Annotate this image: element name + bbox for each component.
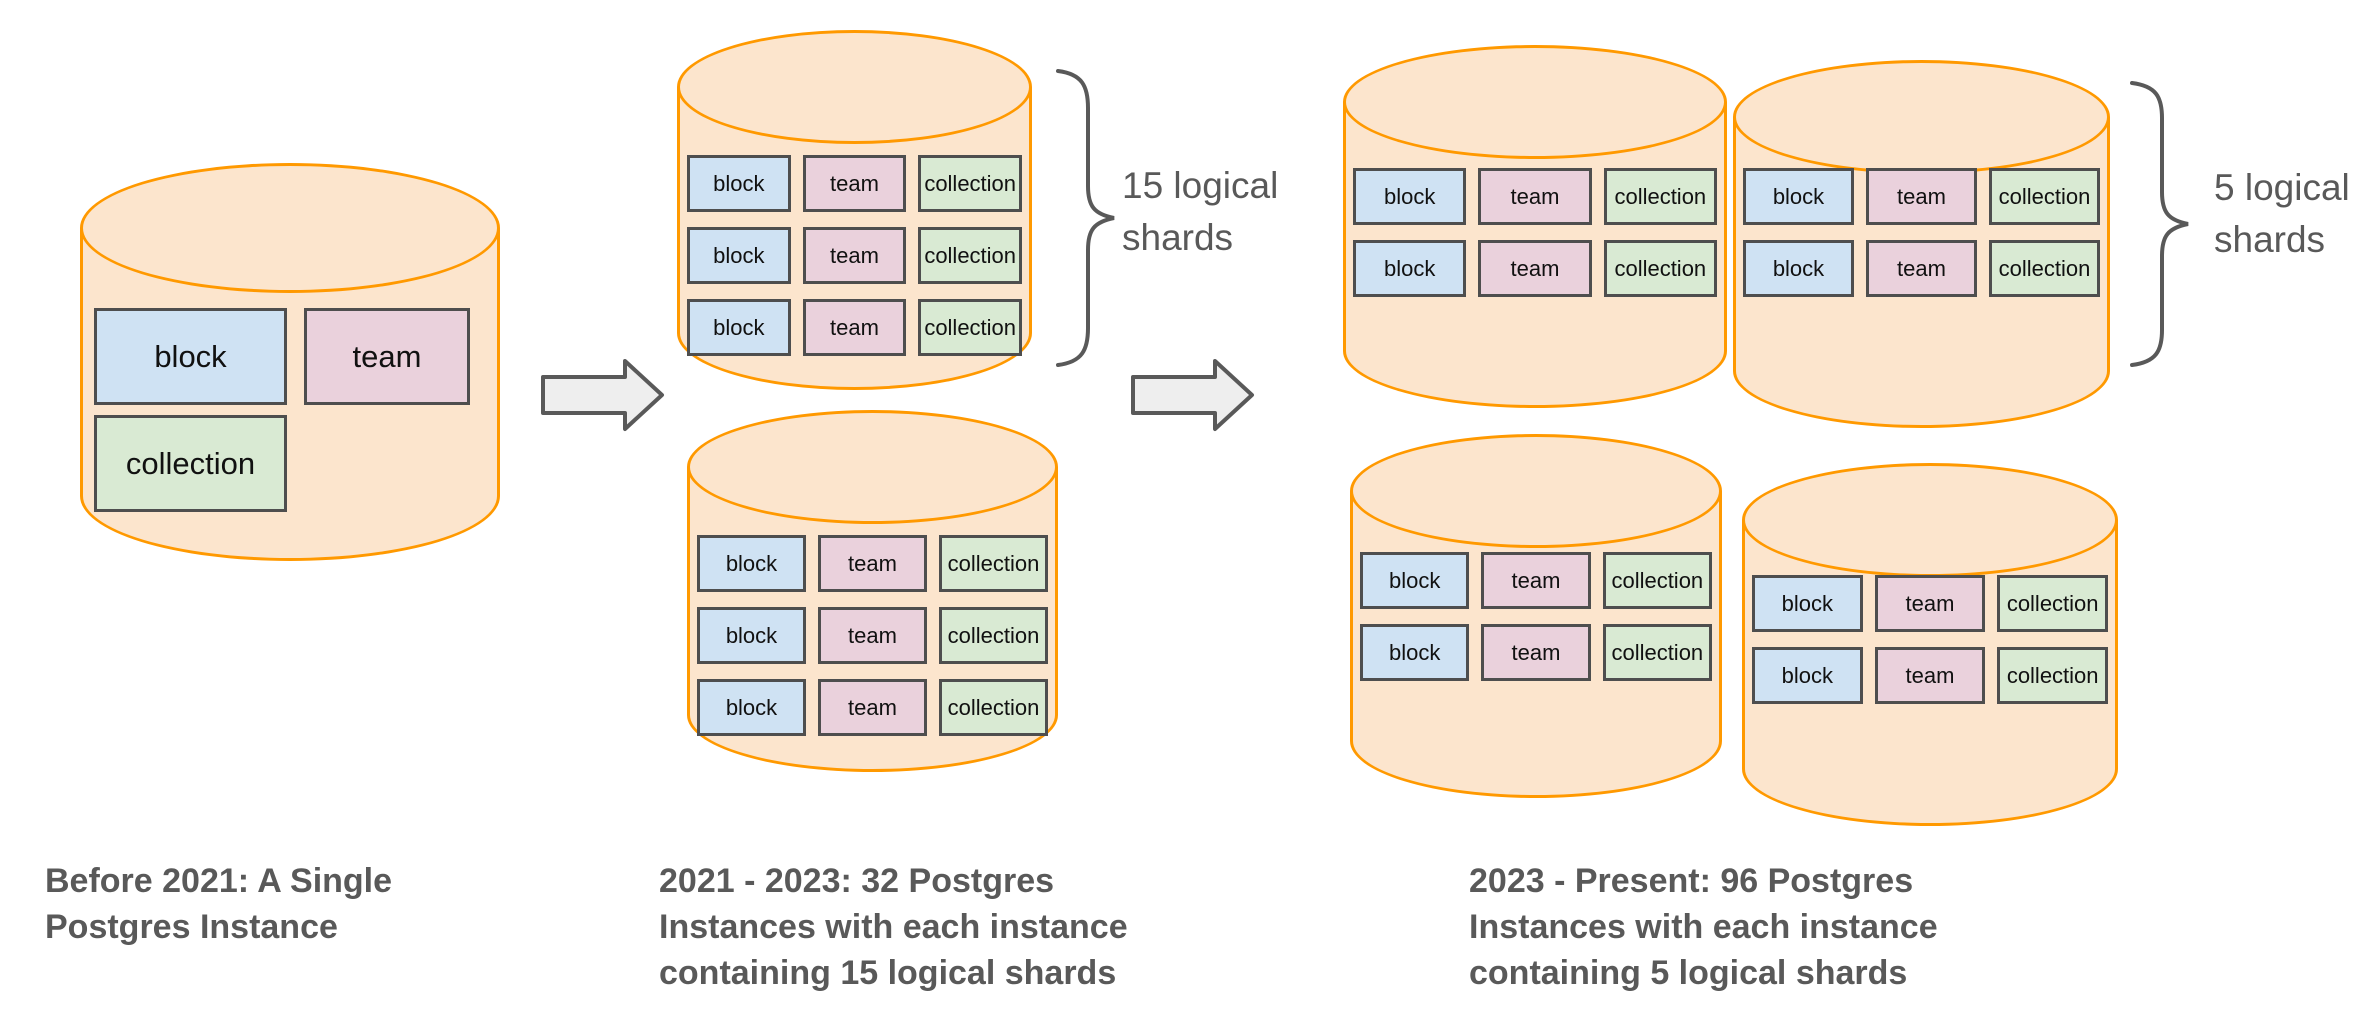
shard-rows: block team collection block team collect… — [1353, 168, 1717, 297]
cylinder-top-ellipse — [1343, 45, 1727, 159]
team-table-box: team — [1481, 624, 1591, 681]
block-table-box: block — [1752, 575, 1863, 632]
logical-shard-row: block team collection — [1353, 168, 1717, 225]
block-table-box: block — [1353, 240, 1467, 297]
block-table-box: block — [1743, 240, 1854, 297]
block-table-box: block — [687, 155, 791, 212]
block-table-box: block — [1353, 168, 1467, 225]
team-table-box: team — [818, 535, 927, 592]
logical-shard-row: block team collection — [1360, 624, 1712, 681]
logical-shard-row: block team collection — [1353, 240, 1717, 297]
block-table-box: block — [1743, 168, 1854, 225]
logical-shard-row: block team collection — [1360, 552, 1712, 609]
logical-shard-row: block team collection — [1743, 240, 2100, 297]
postgres-instance-cylinder: block team collection block team collect… — [1343, 45, 1727, 408]
collection-table-box: collection — [918, 299, 1023, 356]
curly-brace-icon — [2130, 81, 2189, 367]
team-table-box: team — [1478, 168, 1592, 225]
collection-table-box: collection — [918, 227, 1023, 284]
postgres-instance-cylinder: block team collection block team collect… — [1733, 60, 2110, 428]
team-table-box: team — [1478, 240, 1592, 297]
shard-rows: block team collection block team collect… — [697, 535, 1048, 736]
logical-shard-row: block team collection — [697, 607, 1048, 664]
team-table-box: team — [1481, 552, 1591, 609]
shard-rows: block team collection block team collect… — [1360, 552, 1712, 681]
logical-shard-row: block team collection — [687, 227, 1023, 284]
team-table-box: team — [304, 308, 470, 405]
team-table-box: team — [818, 679, 927, 736]
block-table-box: block — [687, 299, 791, 356]
shard-rows: block team collection block team collect… — [1752, 575, 2109, 704]
collection-table-box: collection — [1989, 240, 2100, 297]
logical-shard-row: block team collection — [687, 299, 1023, 356]
shard-rows: block team collection block team collect… — [687, 155, 1023, 356]
collection-table-box: collection — [939, 679, 1048, 736]
block-table-box: block — [1360, 624, 1470, 681]
postgres-instance-cylinder: block team collection block team collect… — [1742, 463, 2118, 826]
collection-table-box: collection — [918, 155, 1023, 212]
shards-5-label: 5 logical shards — [2214, 167, 2350, 260]
team-table-box: team — [802, 299, 907, 356]
cylinder-top-ellipse — [1733, 60, 2110, 174]
block-table-box: block — [1752, 647, 1863, 704]
team-table-box: team — [1874, 575, 1986, 632]
cylinder-top-ellipse — [677, 30, 1032, 144]
postgres-instance-cylinder: block team collection block team collect… — [687, 410, 1058, 772]
postgres-instance-cylinder: block team collection block team collect… — [1350, 434, 1722, 798]
stage1-caption: Before 2021: A Single Postgres Instance — [45, 862, 393, 946]
team-table-box: team — [818, 607, 927, 664]
collection-table-box: collection — [1602, 624, 1712, 681]
team-table-box: team — [802, 155, 907, 212]
collection-table-box: collection — [94, 415, 287, 512]
collection-table-box: collection — [1997, 575, 2109, 632]
collection-table-box: collection — [1989, 168, 2100, 225]
cylinder-top-ellipse — [80, 163, 500, 293]
cylinder-top-ellipse — [1350, 434, 1722, 548]
team-table-box: team — [802, 227, 907, 284]
team-table-box: team — [1874, 647, 1986, 704]
logical-shard-row: block team collection — [1752, 575, 2109, 632]
logical-shard-row: block team collection — [697, 679, 1048, 736]
logical-shard-row: block team collection — [1743, 168, 2100, 225]
collection-table-box: collection — [1997, 647, 2109, 704]
collection-table-box: collection — [939, 607, 1048, 664]
logical-shard-row: block team collection — [687, 155, 1023, 212]
shard-rows: block team collection block team collect… — [1743, 168, 2100, 297]
block-table-box: block — [94, 308, 287, 405]
logical-shard-row: block team collection — [1752, 647, 2109, 704]
cylinder-top-ellipse — [1742, 463, 2118, 577]
block-table-box: block — [687, 227, 791, 284]
stage2-caption: 2021 - 2023: 32 Postgres Instances with … — [659, 862, 1128, 992]
single-postgres-instance-cylinder: block team collection — [80, 163, 500, 561]
collection-table-box: collection — [1603, 240, 1717, 297]
collection-table-box: collection — [939, 535, 1048, 592]
collection-table-box: collection — [1602, 552, 1712, 609]
block-table-box: block — [697, 535, 806, 592]
block-table-box: block — [697, 679, 806, 736]
logical-shard-row: block team collection — [697, 535, 1048, 592]
right-arrow-icon — [1131, 359, 1254, 431]
block-table-box: block — [1360, 552, 1470, 609]
team-table-box: team — [1866, 240, 1977, 297]
curly-brace-icon — [1056, 69, 1115, 367]
shards-15-label: 15 logical shards — [1122, 165, 1279, 258]
stage3-caption: 2023 - Present: 96 Postgres Instances wi… — [1469, 862, 1938, 992]
collection-table-box: collection — [1603, 168, 1717, 225]
postgres-instance-cylinder: block team collection block team collect… — [677, 30, 1032, 390]
team-table-box: team — [1866, 168, 1977, 225]
block-table-box: block — [697, 607, 806, 664]
right-arrow-icon — [541, 359, 664, 431]
cylinder-top-ellipse — [687, 410, 1058, 524]
